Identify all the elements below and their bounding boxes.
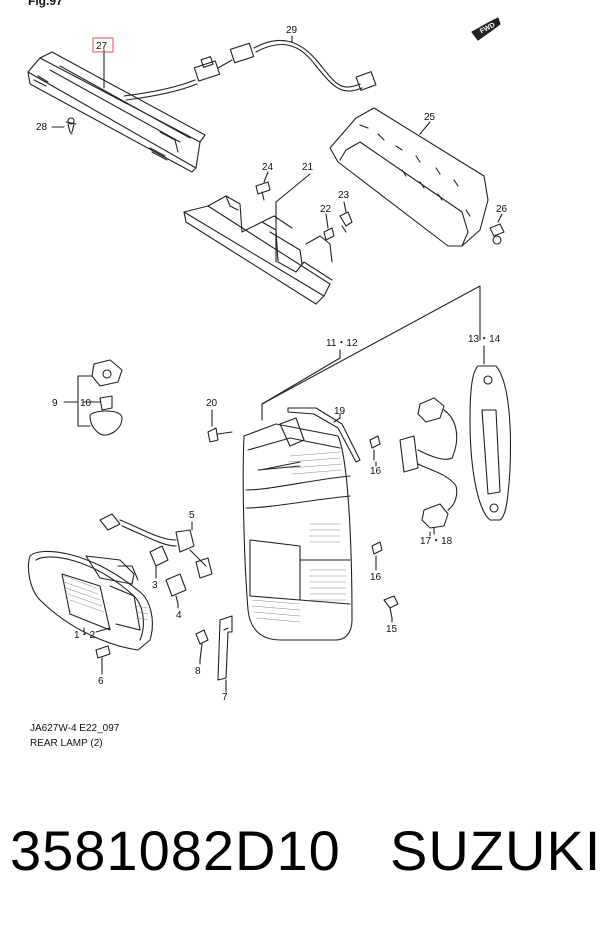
callout-6: 6 [98,676,104,687]
callout-3: 3 [152,580,158,591]
callout-17-18: 17・18 [420,536,453,547]
brand-name: SUZUKI [390,819,600,882]
callout-25: 25 [424,112,436,123]
screw-8 [195,629,209,661]
part-number: 3581082D10 [10,819,341,882]
wire-harness [123,39,377,101]
cover-panel [329,107,489,247]
high-mount-stop-lamp [27,51,206,173]
screw-26 [489,223,505,245]
callout-4: 4 [176,610,182,621]
screw-24 [255,181,271,201]
highlight-box [92,37,114,53]
bracket-7 [217,615,233,689]
clip-15 [383,595,399,619]
callout-27: 27 [96,41,108,52]
screw-6 [95,645,111,671]
clip-23 [339,211,353,233]
harness-5 [99,513,213,579]
callout-21: 21 [302,162,314,173]
callout-29: 29 [286,25,298,36]
callout-19: 19 [334,406,346,417]
callout-13-14: 13・14 [468,334,501,345]
callout-28: 28 [36,122,48,133]
bulb-4 [165,573,187,605]
bulb-16-upper [369,435,381,461]
callout-5: 5 [189,510,195,521]
callout-16-upper: 16 [370,466,382,477]
callout-24: 24 [262,162,274,173]
callout-22: 22 [320,204,332,215]
figure-label: Fig.97 [28,0,63,8]
callout-16-lower: 16 [370,572,382,583]
screw-20 [207,409,233,443]
bulb-22 [323,227,335,241]
rear-combination-lamp [242,417,353,641]
callout-1-2: 1・2 [74,630,96,641]
fwd-arrow-icon [471,17,501,41]
bulb-16-lower [371,541,383,567]
gasket-13-14 [469,345,512,521]
callout-10: 10 [80,398,92,409]
callout-15: 15 [386,624,398,635]
callout-23: 23 [338,190,350,201]
callout-11-12: 11・12 [326,338,358,349]
screw-28 [65,117,77,135]
socket-bulb-9-10 [63,359,123,436]
rear-lamp-exploded-diagram: FWD 27 28 29 25 24 21 23 22 26 11・12 13・… [27,17,512,703]
bulb-3 [149,545,169,573]
diagram-title: REAR LAMP (2) [30,738,103,749]
seal-19 [287,407,361,463]
callout-20: 20 [206,398,218,409]
side-marker-lamp [27,550,153,651]
callout-9: 9 [52,398,58,409]
callout-26: 26 [496,204,508,215]
diagram-code: JA627W-4 E22_097 [30,723,120,734]
callout-7: 7 [222,692,228,703]
socket-harness-17-18 [399,397,458,535]
callout-8: 8 [195,666,201,677]
lamp-bracket [183,195,333,305]
